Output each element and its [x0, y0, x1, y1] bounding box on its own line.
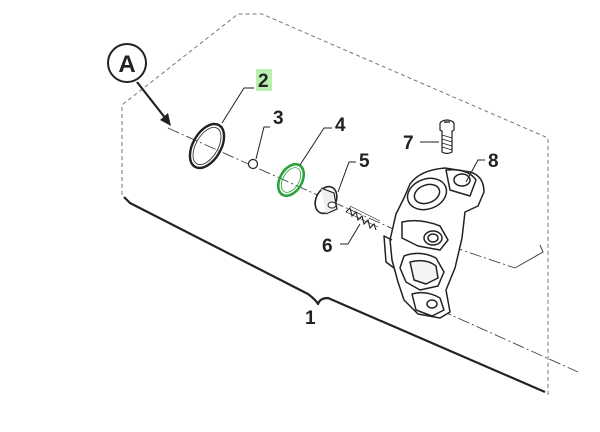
leader-6	[340, 223, 361, 245]
oring-green	[276, 162, 306, 198]
view-arrow-shaft	[136, 81, 167, 120]
callout-8: 8	[488, 151, 499, 172]
assembly-bracket	[123, 196, 546, 394]
leader-4	[299, 127, 332, 166]
spring	[345, 205, 381, 231]
view-marker-label: A	[118, 51, 135, 78]
oring-large	[188, 122, 226, 170]
callout-6: 6	[322, 236, 333, 257]
callout-4: 4	[335, 115, 346, 136]
oring-green-inner	[280, 167, 302, 193]
assembly-boundary	[121, 13, 549, 396]
callout-5: 5	[359, 151, 370, 172]
view-arrow-head	[160, 113, 171, 126]
callout-3: 3	[273, 108, 284, 129]
leader-8	[465, 159, 485, 183]
leader-2	[221, 87, 254, 124]
view-marker-a: A	[107, 43, 171, 126]
ball	[247, 158, 259, 170]
oring-large-inner	[192, 127, 222, 165]
screw	[439, 119, 455, 155]
leader-3	[255, 126, 270, 160]
callout-1: 1	[305, 308, 316, 329]
housing	[383, 167, 485, 319]
break-line	[514, 244, 544, 269]
callout-2-highlight	[256, 69, 272, 91]
view-marker-circle	[107, 43, 147, 83]
center-lines	[167, 127, 579, 373]
callout-2: 2	[258, 71, 269, 92]
callout-7: 7	[403, 133, 414, 154]
leader-5	[337, 161, 356, 193]
valve-disc	[314, 185, 338, 215]
